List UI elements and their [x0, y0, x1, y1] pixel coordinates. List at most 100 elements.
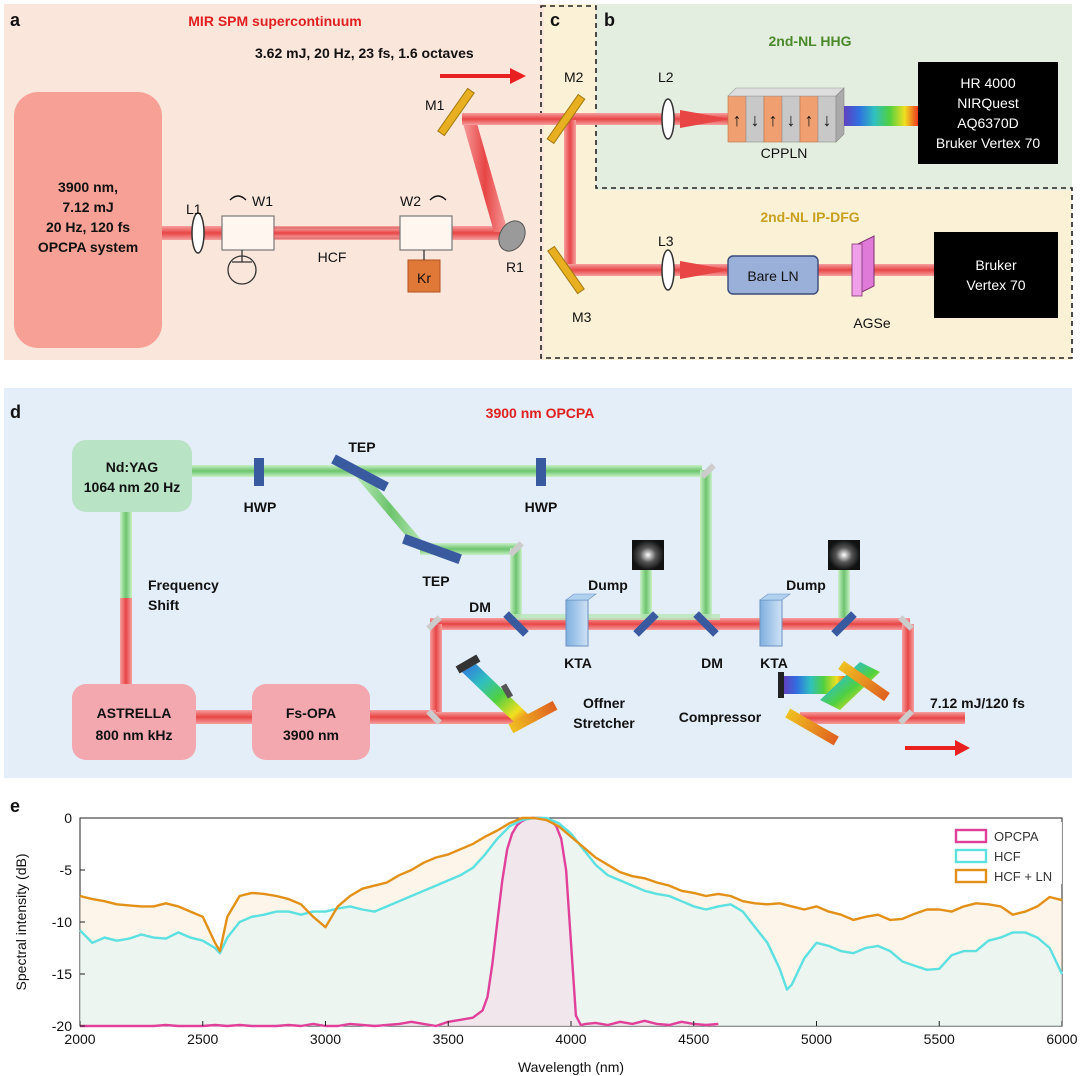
krypton-gas-box	[407, 259, 441, 293]
y-tick-label: -15	[52, 966, 72, 982]
svg-text:↓: ↓	[823, 110, 832, 130]
spectrometer-b-1: HR 4000	[960, 75, 1015, 91]
x-tick-label: 2000	[64, 1031, 95, 1047]
legend-box	[950, 822, 1062, 884]
output-arrow-d-icon	[905, 740, 970, 756]
panel-a-letter: a	[10, 10, 21, 30]
cppln-label: CPPLN	[761, 145, 808, 161]
dump-beam-2	[838, 566, 850, 626]
y-tick-label: -10	[52, 914, 72, 930]
source-line-1: 3900 nm,	[58, 179, 118, 195]
fsopa-line-1: Fs-OPA	[286, 705, 336, 721]
legend-label: HCF	[994, 849, 1021, 864]
source-line-3: 20 Hz, 120 fs	[46, 219, 130, 235]
lens-l2	[661, 98, 675, 140]
y-tick-label: -20	[52, 1018, 72, 1034]
panel-c-title: 2nd-NL IP-DFG	[760, 209, 859, 225]
spectrometer-b-4: Bruker Vertex 70	[936, 135, 1040, 151]
panel-a-title: MIR SPM supercontinuum	[188, 13, 361, 29]
series-line-hcf-ln	[79, 816, 1063, 953]
hcf-label: HCF	[318, 249, 347, 265]
tep-1	[331, 454, 389, 492]
spectrometer-b-3: AQ6370D	[957, 115, 1018, 131]
kta-crystal-1	[565, 599, 589, 647]
source-line-2: 7.12 mJ	[62, 199, 113, 215]
green-beam-top	[192, 465, 702, 477]
freq-shift-line-1: Frequency	[148, 577, 219, 593]
w1-rotate-arrow-icon	[229, 195, 247, 201]
m3-label: M3	[572, 309, 592, 325]
svg-text:↓: ↓	[787, 110, 796, 130]
x-tick-label: 5500	[924, 1031, 955, 1047]
red-beam-right-vertical	[902, 624, 914, 720]
legend-label: OPCPA	[994, 829, 1039, 844]
ndyag-box	[72, 440, 192, 512]
series-line-hcf	[79, 816, 1064, 991]
hwp-2-label: HWP	[525, 499, 558, 515]
spectrometer-box-c	[934, 232, 1058, 318]
dm-1	[503, 611, 529, 637]
dm-dump-2	[831, 611, 857, 637]
red-beam-amplifier	[430, 618, 910, 630]
bare-ln-crystal	[727, 255, 819, 295]
panel-c-letter: c	[550, 10, 560, 30]
svg-text:↑: ↑	[805, 110, 814, 130]
opcpa-source-box	[14, 92, 162, 348]
legend-swatch	[954, 868, 988, 884]
series-line-opcpa	[80, 816, 719, 1028]
x-tick-label: 5000	[801, 1031, 832, 1047]
spectrometer-b-2: NIRQuest	[957, 95, 1019, 111]
hollow-core-fiber	[273, 227, 401, 239]
output-label: 7.12 mJ/120 fs	[930, 695, 1025, 711]
chart-legend: OPCPA HCF HCF + LN	[950, 822, 1062, 884]
legend-label: HCF + LN	[994, 869, 1052, 884]
beam-m2-to-m3	[564, 120, 576, 268]
compressor-label: Compressor	[679, 709, 762, 725]
astrella-box	[72, 684, 196, 760]
agse-label: AGSe	[853, 315, 891, 331]
offner-stretcher	[455, 654, 558, 734]
dump-1-label: Dump	[588, 577, 628, 593]
window-cell-w1	[221, 215, 275, 251]
green-beam-down-dm1	[510, 548, 522, 618]
cppln-crystal: ↑ ↓ ↑ ↓ ↑ ↓	[727, 87, 845, 143]
l1-label: L1	[186, 201, 202, 217]
y-axis-label: Spectral intensity (dB)	[13, 854, 29, 991]
beam-m1-to-m2	[462, 113, 572, 125]
l3-label: L3	[658, 233, 674, 249]
mirror-m1	[437, 87, 475, 137]
x-axis-label: Wavelength (nm)	[518, 1059, 624, 1075]
series-fill-2	[80, 818, 1062, 1026]
output-spec: 3.62 mJ, 20 Hz, 23 fs, 1.6 octaves	[255, 45, 474, 61]
panel-e-letter: e	[10, 796, 20, 816]
source-line-4: OPCPA system	[38, 239, 138, 255]
x-tick-label: 4000	[555, 1031, 586, 1047]
beam-r1-to-m1	[462, 120, 508, 232]
r1-label: R1	[506, 259, 524, 275]
focus-l3	[680, 261, 730, 279]
l2-label: L2	[658, 69, 674, 85]
svg-text:↑: ↑	[769, 110, 778, 130]
dm-dump-1	[633, 611, 659, 637]
offner-line-1: Offner	[583, 695, 626, 711]
bare-ln-label: Bare LN	[747, 268, 798, 284]
kta-1-label: KTA	[564, 655, 592, 671]
m2-label: M2	[564, 69, 584, 85]
window-cell-w2	[399, 215, 453, 251]
astrella-line-2: 800 nm kHz	[95, 727, 172, 743]
lens-l3	[661, 249, 675, 291]
beam-ln-to-spectrometer	[818, 264, 938, 276]
dm-2	[693, 611, 719, 637]
dm-1-label: DM	[469, 599, 491, 615]
w2-rotate-arrow-icon	[429, 195, 447, 201]
dump-beam-1	[640, 566, 652, 626]
svg-text:↓: ↓	[751, 110, 760, 130]
legend-swatch	[954, 848, 988, 864]
spectrometer-c-1: Bruker	[975, 257, 1017, 273]
legend-swatch	[954, 828, 988, 844]
hwp-1	[254, 458, 264, 486]
dm-2-label: DM	[701, 655, 723, 671]
dump-2-label: Dump	[786, 577, 826, 593]
kr-label: Kr	[417, 270, 431, 286]
tep-2	[402, 534, 462, 564]
